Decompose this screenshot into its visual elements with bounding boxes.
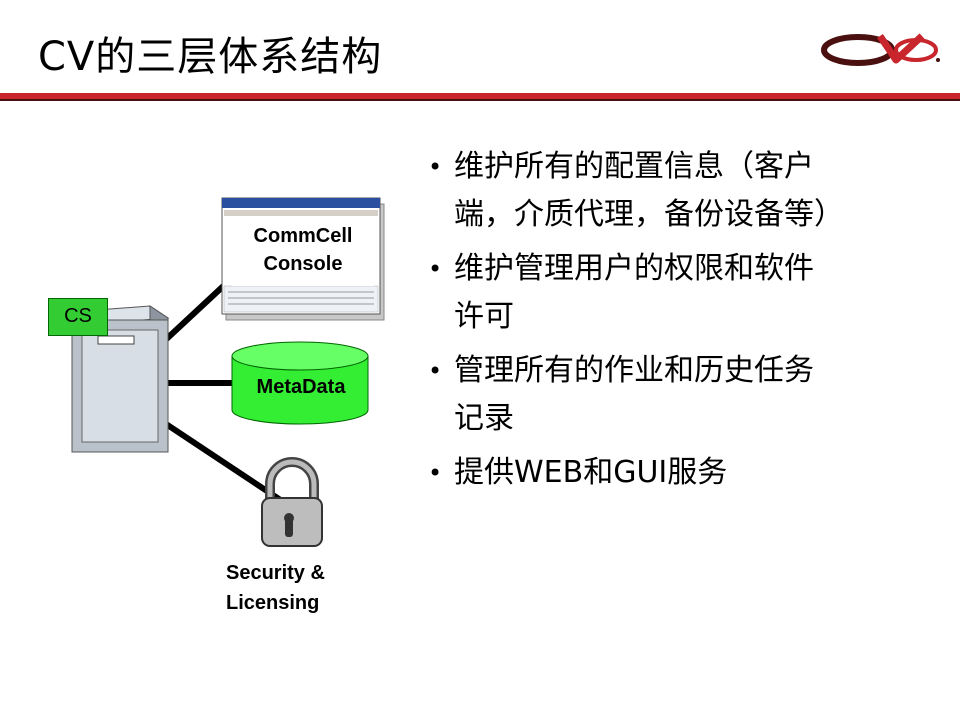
connector-console	[157, 275, 235, 348]
bullet-item: • 提供WEB和GUI服务	[428, 449, 928, 497]
bullet-line2: 端，介质代理，备份设备等）	[454, 197, 844, 232]
metadata-database-icon	[231, 341, 369, 425]
bullet-line1: 管理所有的作业和历史任务	[454, 353, 814, 388]
console-label-line2: Console	[263, 253, 343, 275]
bullet-line1: 维护所有的配置信息（客户	[454, 149, 814, 184]
server-label: CS	[48, 298, 108, 336]
bullet-line1: 维护管理用户的权限和软件	[454, 251, 814, 286]
bullet-dot: •	[428, 459, 443, 487]
bullet-line1: 提供WEB和GUI服务	[454, 455, 728, 490]
bullet-line2: 记录	[454, 401, 514, 436]
bullet-item: • 维护所有的配置信息（客户 端，介质代理，备份设备等）	[428, 143, 928, 239]
bullet-line2: 许可	[454, 299, 514, 334]
bullet-dot: •	[428, 255, 443, 283]
console-label: CommCell Console	[232, 218, 374, 286]
slide-title: CV的三层体系结构	[38, 34, 383, 80]
bullet-dot: •	[428, 153, 443, 181]
cv-logo	[821, 33, 940, 66]
security-label-line2: Licensing	[226, 592, 320, 614]
security-label-line1: Security &	[226, 562, 325, 584]
title-rule-dark	[0, 99, 960, 101]
console-label-line1: CommCell	[253, 225, 353, 247]
title-rule-red	[0, 93, 960, 99]
bullet-list: • 维护所有的配置信息（客户 端，介质代理，备份设备等） • 维护管理用户的权限…	[428, 143, 928, 503]
bullet-item: • 维护管理用户的权限和软件 许可	[428, 245, 928, 341]
bullet-item: • 管理所有的作业和历史任务 记录	[428, 347, 928, 443]
database-label: MetaData	[256, 376, 346, 398]
bullet-dot: •	[428, 357, 443, 385]
security-label: Security & Licensing	[226, 558, 356, 618]
padlock-icon	[261, 457, 323, 547]
